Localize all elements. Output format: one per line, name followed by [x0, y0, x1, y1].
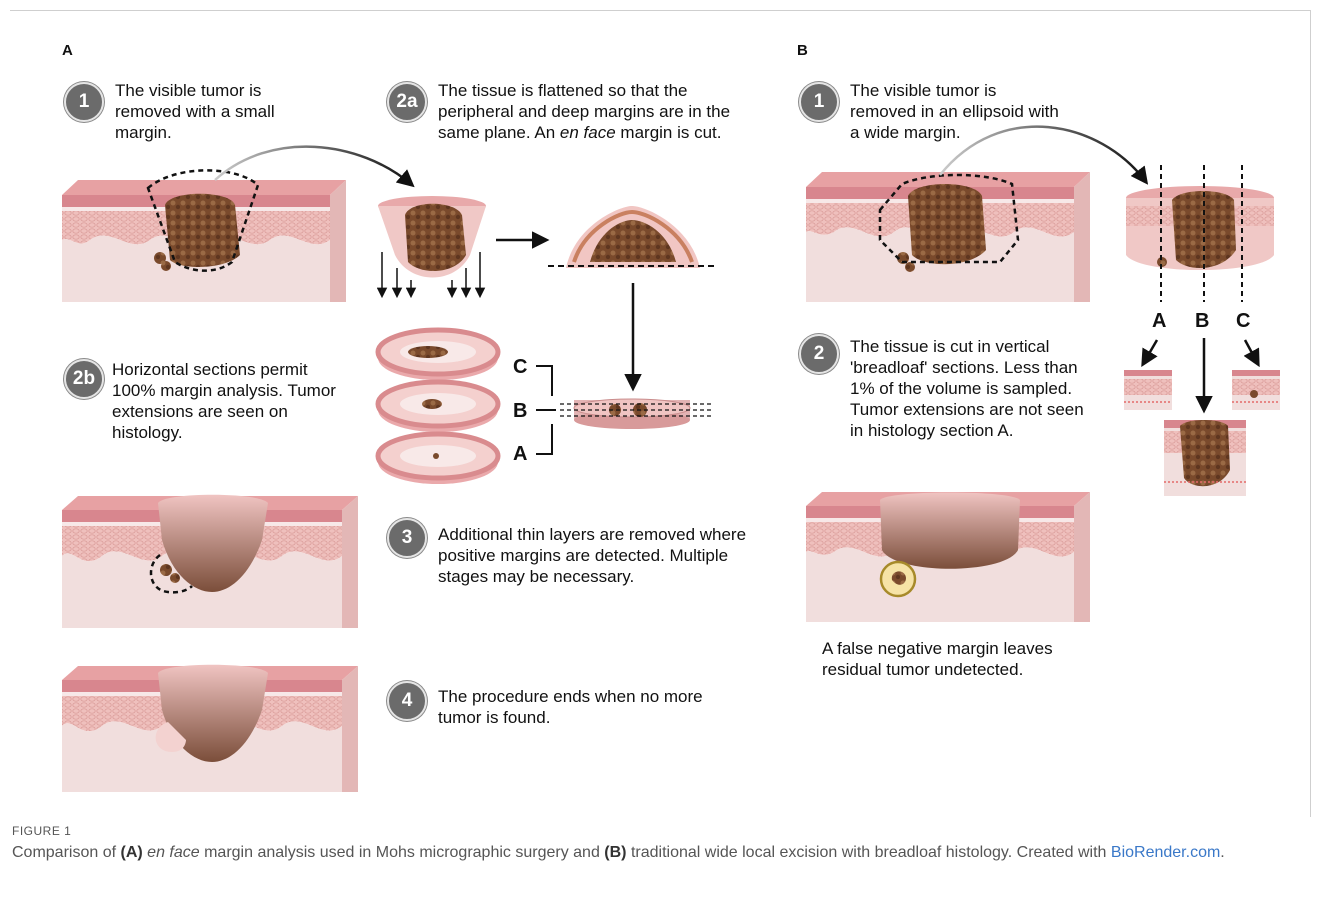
histology-disc-b — [378, 382, 498, 432]
caption-text: traditional wide local excision with bre… — [627, 844, 1111, 861]
step-badge: 3 — [387, 518, 427, 558]
cut-label-c: C — [1236, 310, 1250, 333]
histology-disc-c — [378, 330, 498, 380]
cut-label-b: B — [1195, 310, 1209, 333]
histology-section-b — [1164, 420, 1246, 496]
step-b2-text: The tissue is cut in vertical 'breadloaf… — [850, 336, 1095, 441]
arrow-a1-to-2a — [215, 147, 412, 185]
step-a1-text: The visible tumor is removed with a smal… — [115, 80, 315, 143]
flattened-dome — [548, 206, 718, 268]
step-badge: 1 — [799, 82, 839, 122]
biorender-link[interactable]: BioRender.com — [1111, 844, 1220, 861]
step-badge: 4 — [387, 681, 427, 721]
section-label-a: A — [513, 443, 527, 466]
skin-block-a1 — [62, 170, 346, 302]
caption-italic: en face — [147, 844, 199, 861]
step-a2a-text: The tissue is flattened so that the peri… — [438, 80, 738, 143]
step-a2a-text-part2: margin is cut. — [616, 123, 722, 142]
section-disc — [560, 399, 712, 429]
panel-b-letter: B — [797, 42, 808, 59]
step-badge: 2b — [64, 359, 104, 399]
caption-text: . — [1220, 844, 1224, 861]
section-brackets — [536, 366, 556, 454]
skin-block-a4 — [62, 665, 358, 792]
skin-block-a3 — [62, 495, 358, 628]
step-badge: 2a — [387, 82, 427, 122]
excised-block-b — [1126, 165, 1274, 302]
section-label-b: B — [513, 400, 527, 423]
caption-ref-a: (A) — [121, 844, 143, 861]
histology-section-c — [1232, 370, 1280, 410]
histology-section-a — [1124, 370, 1172, 410]
step-a3-text: Additional thin layers are removed where… — [438, 524, 748, 587]
result-text: A false negative margin leaves residual … — [822, 638, 1092, 680]
step-badge: 2 — [799, 334, 839, 374]
step-badge: 1 — [64, 82, 104, 122]
caption-ref-b: (B) — [604, 844, 626, 861]
caption-text: margin analysis used in Mohs micrographi… — [200, 844, 605, 861]
caption-text: Comparison of — [12, 844, 121, 861]
step-a2b-text: Horizontal sections permit 100% margin a… — [112, 359, 352, 443]
skin-block-b2 — [806, 492, 1090, 622]
excised-cone — [378, 196, 486, 296]
step-b1-text: The visible tumor is removed in an ellip… — [850, 80, 1060, 143]
cut-label-a: A — [1152, 310, 1166, 333]
skin-block-b1 — [806, 172, 1090, 302]
step-a4-text: The procedure ends when no more tumor is… — [438, 686, 708, 728]
section-label-c: C — [513, 356, 527, 379]
figure-label: FIGURE 1 — [12, 824, 71, 838]
panel-a-letter: A — [62, 42, 73, 59]
step-a2a-text-italic: en face — [560, 123, 616, 142]
figure-caption: Comparison of (A) en face margin analysi… — [12, 842, 1302, 864]
histology-disc-a — [378, 434, 498, 484]
